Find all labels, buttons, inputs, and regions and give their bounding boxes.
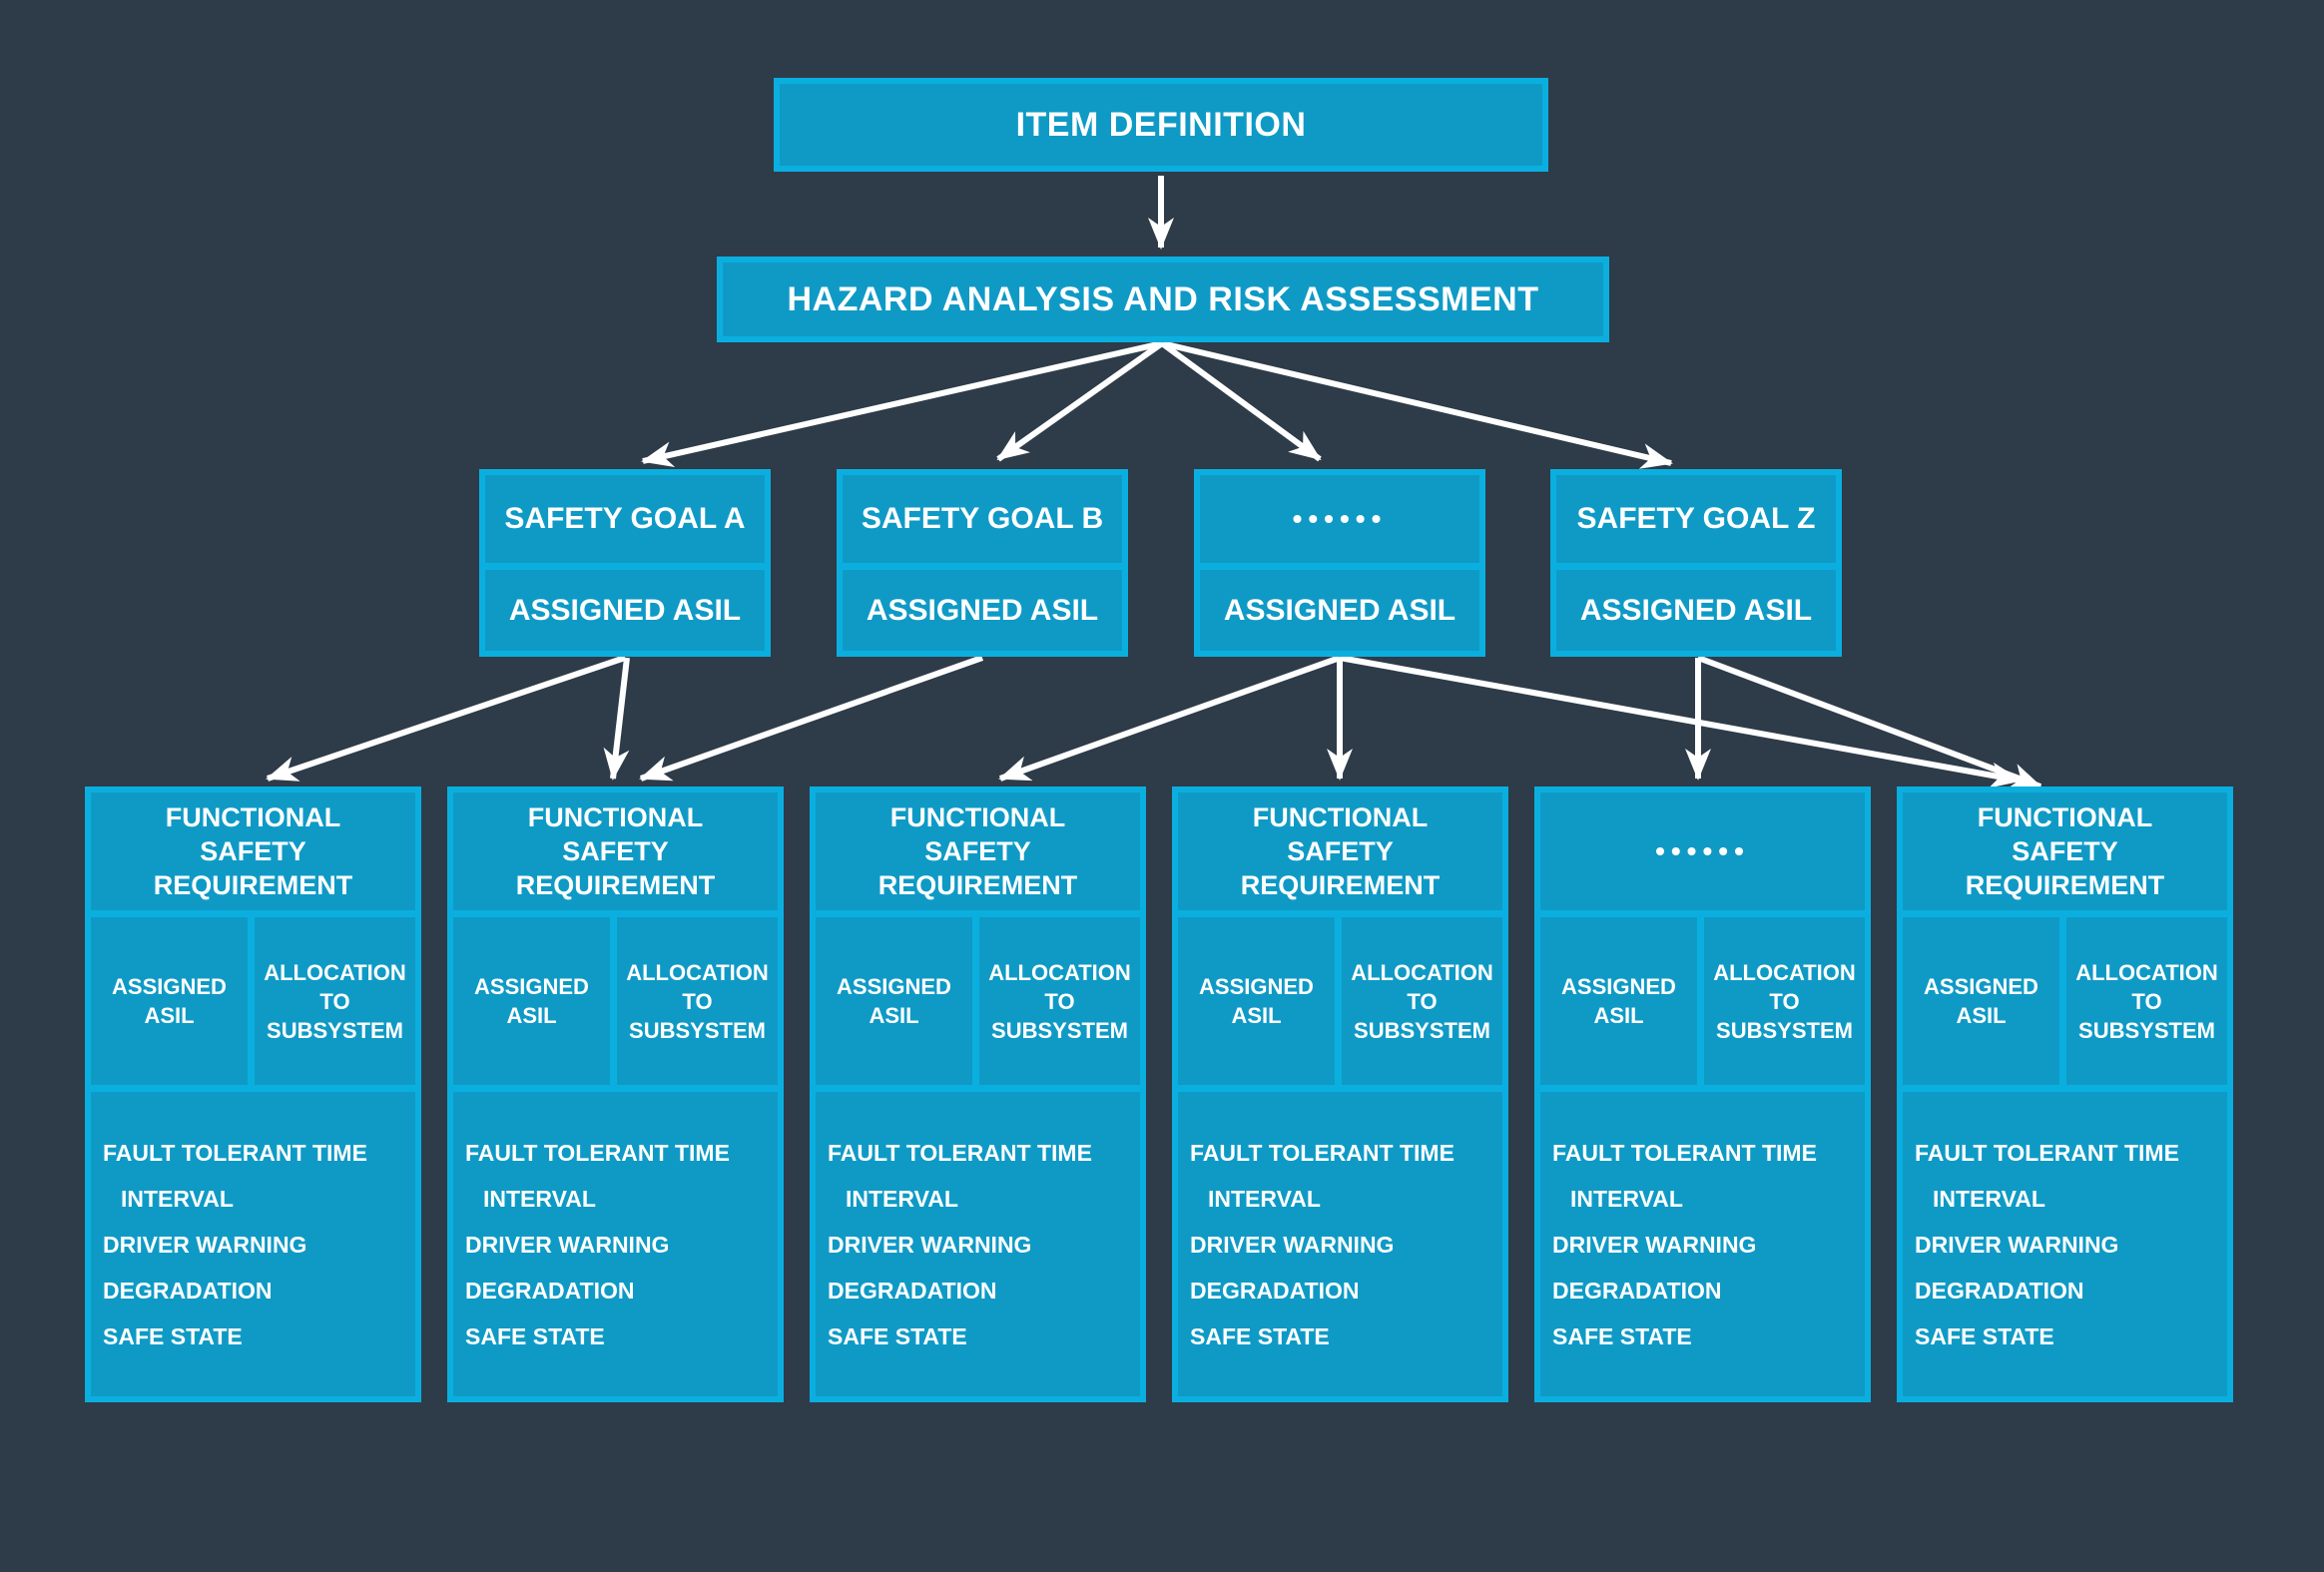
hazard-analysis-label-cell: HAZARD ANALYSIS AND RISK ASSESSMENT xyxy=(723,262,1603,336)
node-safety-goal-b: SAFETY GOAL B ASSIGNED ASIL xyxy=(837,469,1128,657)
list-item: DRIVER WARNING xyxy=(1915,1231,2119,1258)
node-fsr-2: FUNCTIONAL SAFETY REQUIREMENT ASSIGNED A… xyxy=(447,786,784,1402)
safety-goal-title: •••••• xyxy=(1200,475,1479,563)
list-item: SAFE STATE xyxy=(1915,1322,2054,1349)
safety-goal-title: SAFETY GOAL A xyxy=(485,475,765,563)
fsr-assigned-asil: ASSIGNED ASIL xyxy=(1540,917,1697,1085)
node-fsr-6: FUNCTIONAL SAFETY REQUIREMENT ASSIGNED A… xyxy=(1897,786,2233,1402)
safety-goal-asil: ASSIGNED ASIL xyxy=(485,570,765,651)
list-item: SAFE STATE xyxy=(1552,1322,1692,1349)
list-item: FAULT TOLERANT TIME INTERVAL xyxy=(465,1139,730,1212)
ellipsis-dots: •••••• xyxy=(1655,835,1750,866)
safety-goal-z-label: SAFETY GOAL Z xyxy=(1576,502,1816,535)
fsr-title: FUNCTIONAL SAFETY REQUIREMENT xyxy=(816,792,1140,910)
fsr-measures-list: FAULT TOLERANT TIME INTERVAL DRIVER WARN… xyxy=(1178,1092,1502,1396)
fsr-title: FUNCTIONAL SAFETY REQUIREMENT xyxy=(91,792,415,910)
fsr-allocation-to-subsystem: ALLOCATION TO SUBSYSTEM xyxy=(255,917,415,1085)
list-item: DEGRADATION xyxy=(1552,1277,1722,1304)
list-item: DEGRADATION xyxy=(1915,1277,2084,1304)
list-item: SAFE STATE xyxy=(828,1322,967,1349)
fsr-allocation-to-subsystem: ALLOCATION TO SUBSYSTEM xyxy=(979,917,1140,1085)
arrow-goal-a-to-fsr-2 xyxy=(603,657,630,781)
arrow-hazard-to-goal-z xyxy=(1161,340,1673,469)
fsr-measures-list: FAULT TOLERANT TIME INTERVAL DRIVER WARN… xyxy=(816,1092,1140,1396)
fsr-measures-list: FAULT TOLERANT TIME INTERVAL DRIVER WARN… xyxy=(453,1092,778,1396)
list-item: DRIVER WARNING xyxy=(465,1231,670,1258)
hazard-analysis-label: HAZARD ANALYSIS AND RISK ASSESSMENT xyxy=(787,279,1539,318)
fsr-title: FUNCTIONAL SAFETY REQUIREMENT xyxy=(1903,792,2227,910)
fsr-title: •••••• xyxy=(1540,792,1865,910)
fsr-assigned-asil: ASSIGNED ASIL xyxy=(453,917,610,1085)
node-fsr-1: FUNCTIONAL SAFETY REQUIREMENT ASSIGNED A… xyxy=(85,786,421,1402)
list-item: DRIVER WARNING xyxy=(828,1231,1032,1258)
list-item: DEGRADATION xyxy=(465,1277,635,1304)
safety-goal-title: SAFETY GOAL B xyxy=(843,475,1122,563)
node-safety-goal-ellipsis: •••••• ASSIGNED ASIL xyxy=(1194,469,1485,657)
fsr-allocation-to-subsystem: ALLOCATION TO SUBSYSTEM xyxy=(2066,917,2227,1085)
node-fsr-4: FUNCTIONAL SAFETY REQUIREMENT ASSIGNED A… xyxy=(1172,786,1508,1402)
safety-goal-title: SAFETY GOAL Z xyxy=(1556,475,1836,563)
fsr-title: FUNCTIONAL SAFETY REQUIREMENT xyxy=(453,792,778,910)
fsr-measures-list: FAULT TOLERANT TIME INTERVAL DRIVER WARN… xyxy=(91,1092,415,1396)
node-safety-goal-a: SAFETY GOAL A ASSIGNED ASIL xyxy=(479,469,771,657)
safety-goal-asil: ASSIGNED ASIL xyxy=(1556,570,1836,651)
safety-goal-z-asil-label: ASSIGNED ASIL xyxy=(1579,593,1813,627)
arrow-hazard-to-goal-a xyxy=(641,340,1163,468)
list-item: SAFE STATE xyxy=(1190,1322,1330,1349)
fsr-allocation-to-subsystem: ALLOCATION TO SUBSYSTEM xyxy=(617,917,778,1085)
fsr-assigned-asil: ASSIGNED ASIL xyxy=(1178,917,1335,1085)
item-definition-label-cell: ITEM DEFINITION xyxy=(780,84,1542,166)
arrow-goal-dots-to-fsr-3 xyxy=(998,655,1342,782)
list-item: FAULT TOLERANT TIME INTERVAL xyxy=(1915,1139,2179,1212)
fsr-assigned-asil: ASSIGNED ASIL xyxy=(816,917,972,1085)
safety-goal-ellipsis-asil-label: ASSIGNED ASIL xyxy=(1223,593,1456,627)
list-item: SAFE STATE xyxy=(103,1322,243,1349)
node-safety-goal-z: SAFETY GOAL Z ASSIGNED ASIL xyxy=(1550,469,1842,657)
safety-goal-asil: ASSIGNED ASIL xyxy=(1200,570,1479,651)
list-item: FAULT TOLERANT TIME INTERVAL xyxy=(103,1139,367,1212)
arrow-goal-b-to-fsr-2 xyxy=(639,655,984,782)
arrow-hazard-to-goal-b xyxy=(996,340,1164,462)
ellipsis-dots: •••••• xyxy=(1292,503,1388,534)
list-item: DRIVER WARNING xyxy=(1552,1231,1757,1258)
fsr-measures-list: FAULT TOLERANT TIME INTERVAL DRIVER WARN… xyxy=(1540,1092,1865,1396)
list-item: FAULT TOLERANT TIME INTERVAL xyxy=(1190,1139,1454,1212)
node-fsr-3: FUNCTIONAL SAFETY REQUIREMENT ASSIGNED A… xyxy=(810,786,1146,1402)
list-item: FAULT TOLERANT TIME INTERVAL xyxy=(828,1139,1092,1212)
list-item: DEGRADATION xyxy=(828,1277,997,1304)
fsr-allocation-to-subsystem: ALLOCATION TO SUBSYSTEM xyxy=(1704,917,1865,1085)
arrow-goal-dots-to-fsr-6 xyxy=(1339,655,2023,788)
safety-goal-b-asil-label: ASSIGNED ASIL xyxy=(866,593,1099,627)
node-item-definition: ITEM DEFINITION xyxy=(774,78,1548,172)
arrow-hazard-to-goal-dots xyxy=(1160,340,1322,462)
item-definition-label: ITEM DEFINITION xyxy=(1015,105,1307,144)
list-item: DRIVER WARNING xyxy=(1190,1231,1395,1258)
list-item: DRIVER WARNING xyxy=(103,1231,307,1258)
arrow-goal-a-to-fsr-1 xyxy=(266,655,626,782)
list-item: SAFE STATE xyxy=(465,1322,605,1349)
safety-goal-a-asil-label: ASSIGNED ASIL xyxy=(508,593,742,627)
node-hazard-analysis: HAZARD ANALYSIS AND RISK ASSESSMENT xyxy=(717,257,1609,342)
safety-goal-asil: ASSIGNED ASIL xyxy=(843,570,1122,651)
list-item: FAULT TOLERANT TIME INTERVAL xyxy=(1552,1139,1817,1212)
node-fsr-ellipsis: •••••• ASSIGNED ASIL ALLOCATION TO SUBSY… xyxy=(1534,786,1871,1402)
fsr-assigned-asil: ASSIGNED ASIL xyxy=(1903,917,2059,1085)
list-item: DEGRADATION xyxy=(103,1277,273,1304)
list-item: DEGRADATION xyxy=(1190,1277,1360,1304)
safety-goal-a-label: SAFETY GOAL A xyxy=(504,502,746,535)
fsr-assigned-asil: ASSIGNED ASIL xyxy=(91,917,248,1085)
fsr-measures-list: FAULT TOLERANT TIME INTERVAL DRIVER WARN… xyxy=(1903,1092,2227,1396)
safety-goal-b-label: SAFETY GOAL B xyxy=(861,502,1104,535)
arrow-goal-z-to-fsr-6 xyxy=(1696,655,2042,789)
fsr-allocation-to-subsystem: ALLOCATION TO SUBSYSTEM xyxy=(1342,917,1502,1085)
fsr-title: FUNCTIONAL SAFETY REQUIREMENT xyxy=(1178,792,1502,910)
